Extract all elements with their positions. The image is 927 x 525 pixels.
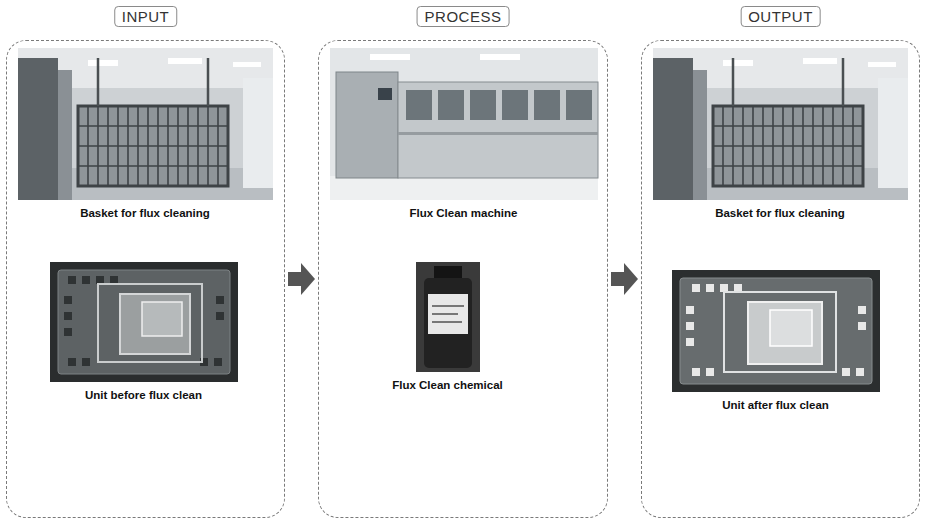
stage-panel: OUTPUTBasket for flux cleaningUnit after… [641, 40, 920, 518]
bottle-label [428, 294, 468, 334]
lid [120, 294, 190, 354]
flow-arrow [611, 272, 626, 286]
floor [330, 176, 598, 200]
basket-photo [18, 48, 273, 200]
photo-item: Basket for flux cleaning [18, 48, 273, 225]
components [686, 284, 866, 376]
photo-caption: Flux Clean chemical [386, 379, 510, 393]
photo-item: Unit before flux clean [50, 262, 238, 407]
light [480, 54, 520, 60]
stage-heading: INPUT [114, 6, 178, 27]
photo-caption: Basket for flux cleaning [653, 207, 908, 221]
screen [378, 88, 392, 100]
unit-photo [50, 262, 238, 382]
stage-panel: PROCESSFlux Clean machineFlux Clean chem… [318, 40, 608, 518]
photo-item: Flux Clean machine [330, 48, 598, 225]
stiffener [724, 292, 836, 372]
window [470, 90, 496, 120]
window [502, 90, 528, 120]
trim [398, 132, 598, 135]
bottle-photo [416, 262, 480, 372]
substrate [680, 278, 872, 384]
machine-photo [330, 48, 598, 200]
stage-panel: INPUTBasket for flux cleaningUnit before… [6, 40, 285, 518]
lid [748, 302, 822, 364]
photo-item: Basket for flux cleaning [653, 48, 908, 225]
stage-heading: PROCESS [417, 6, 510, 27]
components [64, 276, 224, 366]
photo-caption: Unit after flux clean [672, 399, 880, 413]
window [406, 90, 432, 120]
substrate [58, 270, 230, 374]
stage-heading: OUTPUT [740, 6, 821, 27]
window [534, 90, 560, 120]
bottle-cap [434, 266, 462, 278]
photo-ground [416, 262, 480, 372]
photo-caption: Flux Clean machine [330, 207, 598, 221]
photo-ground [330, 48, 598, 200]
window [438, 90, 464, 120]
photo-item: Flux Clean chemical [386, 262, 510, 397]
photo-item: Unit after flux clean [672, 270, 880, 417]
photo-ground [50, 262, 238, 382]
stiffener [98, 284, 202, 362]
machine-cabinet [336, 72, 398, 178]
unit-photo [672, 270, 880, 392]
photo-caption: Unit before flux clean [50, 389, 238, 403]
die [770, 310, 812, 346]
photo-caption: Basket for flux cleaning [18, 207, 273, 221]
machine-body [398, 82, 598, 178]
window [566, 90, 592, 120]
light [370, 54, 410, 60]
label-lines [432, 306, 464, 322]
die [142, 302, 182, 336]
bottle [424, 278, 472, 368]
basket-photo [653, 48, 908, 200]
flow-arrow [288, 272, 303, 286]
photo-ground [672, 270, 880, 392]
